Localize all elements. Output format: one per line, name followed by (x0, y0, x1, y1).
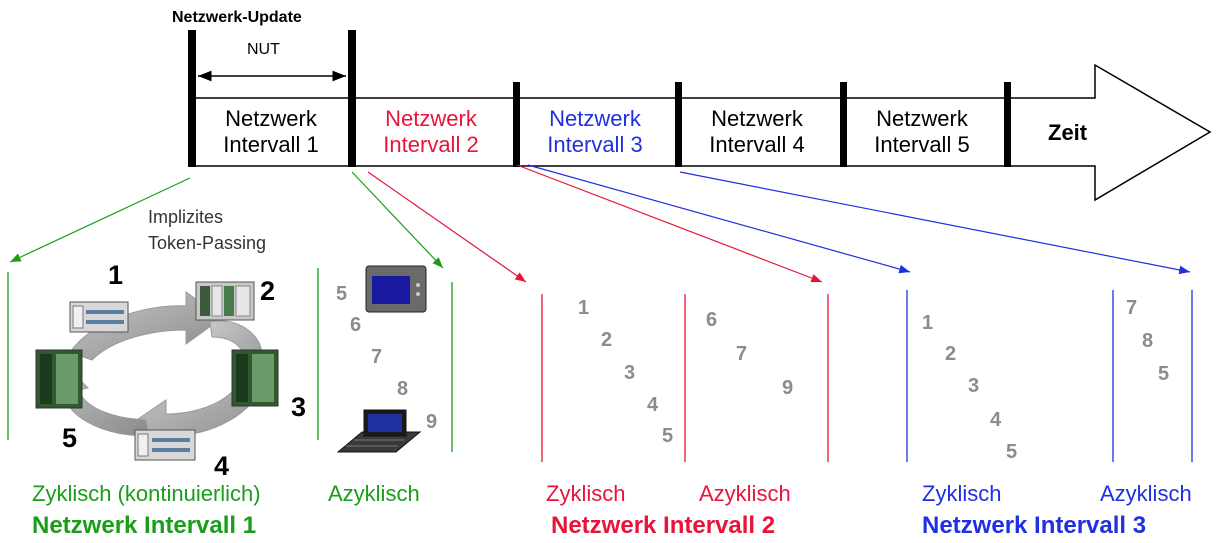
device-node-1 (69, 301, 129, 333)
device-node-5 (35, 349, 83, 409)
separator-bar (675, 82, 682, 167)
device-node-2 (195, 281, 255, 321)
device-node-4 (134, 429, 196, 461)
interval1-acyclic-label: Azyklisch (328, 481, 420, 506)
interval2-acyclic-number: 6 (706, 309, 718, 331)
interval3-acyclic-number: 5 (1158, 363, 1170, 385)
timeline-cell-5-line1: Netzwerk (876, 106, 968, 131)
interval3-cyclic-number: 4 (990, 409, 1002, 431)
separator-bar (348, 30, 356, 167)
ring-node-number: 5 (62, 423, 78, 453)
interval3-cyclic-number: 2 (945, 343, 957, 365)
timeline-cell-3: Netzwerk Intervall 3 (520, 106, 670, 158)
time-arrow (191, 63, 1212, 202)
network-update-label: Netzwerk-Update (172, 9, 302, 26)
timeline-cell-4-line1: Netzwerk (711, 106, 803, 131)
separator-bar (840, 82, 847, 167)
interval2-cyclic-number: 2 (601, 329, 613, 351)
interval2-title: Netzwerk Intervall 2 (551, 512, 776, 539)
laptop-device (336, 409, 422, 453)
ring-node-number: 4 (214, 451, 230, 481)
timeline-cell-1-line1: Netzwerk (225, 106, 317, 131)
ring-node-number: 3 (291, 392, 307, 422)
timeline-cell-5-line2: Intervall 5 (874, 132, 970, 157)
timeline-cell-1-line2: Intervall 1 (223, 132, 319, 157)
device-node-3 (231, 349, 279, 407)
interval2-cyclic-number: 1 (578, 297, 590, 319)
timeline-cell-5: Netzwerk Intervall 5 (847, 106, 997, 158)
operator-panel-device (365, 265, 427, 313)
interval3-cyclic-label: Zyklisch (922, 481, 1002, 506)
interval1-acyclic-number: 8 (397, 378, 409, 400)
token-passing-line1: Implizites (148, 207, 224, 227)
interval3-acyclic-label: Azyklisch (1100, 481, 1192, 506)
token-passing-line2: Token-Passing (148, 233, 267, 253)
interval3-acyclic-number: 8 (1142, 330, 1154, 352)
projection-arrow-red (516, 164, 823, 283)
timeline-cell-2: Netzwerk Intervall 2 (356, 106, 506, 158)
separator-bar (188, 30, 196, 167)
ring-node-number: 2 (260, 276, 276, 306)
interval1-title: Netzwerk Intervall 1 (32, 512, 257, 539)
interval1-acyclic-number: 5 (336, 283, 348, 305)
interval2-cyclic-label: Zyklisch (546, 481, 626, 506)
timeline-cell-2-line1: Netzwerk (385, 106, 477, 131)
projection-arrow-red (367, 171, 527, 283)
projection-arrow-blue (527, 164, 911, 274)
interval3-cyclic-number: 5 (1006, 441, 1018, 463)
interval1-acyclic-number: 9 (426, 411, 438, 433)
interval3-cyclic-number: 3 (968, 375, 980, 397)
interval2-acyclic-number: 7 (736, 343, 748, 365)
timeline-cell-4: Netzwerk Intervall 4 (682, 106, 832, 158)
interval2-acyclic-number: 9 (782, 377, 794, 399)
interval2-acyclic-label: Azyklisch (699, 481, 791, 506)
interval3-title: Netzwerk Intervall 3 (922, 512, 1147, 539)
interval2-cyclic-number: 5 (662, 425, 674, 447)
timeline-cell-3-line1: Netzwerk (549, 106, 641, 131)
interval1-acyclic-number: 6 (350, 314, 362, 336)
ring-node-number: 1 (108, 260, 124, 290)
nut-label: NUT (247, 41, 280, 58)
timeline-cell-4-line2: Intervall 4 (709, 132, 805, 157)
projection-arrow-green (9, 177, 191, 263)
timeline-cell-1: Netzwerk Intervall 1 (196, 106, 346, 158)
interval3-cyclic-number: 1 (922, 312, 934, 334)
interval1-cyclic-label: Zyklisch (kontinuierlich) (32, 481, 261, 506)
time-label: Zeit (1048, 120, 1088, 145)
separator-bar (1004, 82, 1011, 167)
timeline-cell-2-line2: Intervall 2 (383, 132, 479, 157)
projection-arrow-blue (679, 171, 1191, 275)
interval1-acyclic-number: 7 (371, 346, 383, 368)
interval2-cyclic-number: 3 (624, 362, 636, 384)
separator-bar (513, 82, 520, 167)
interval3-acyclic-number: 7 (1126, 297, 1138, 319)
interval2-cyclic-number: 4 (647, 394, 659, 416)
projection-arrow-green (351, 171, 444, 269)
timeline-cell-3-line2: Intervall 3 (547, 132, 643, 157)
